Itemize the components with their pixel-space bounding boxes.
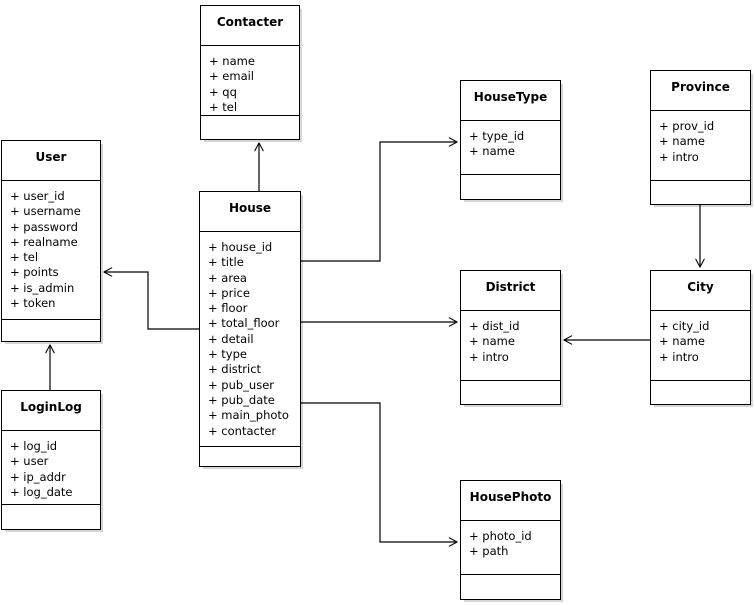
- class-attribute: + price: [208, 285, 250, 300]
- class-attribute: + tel: [209, 99, 238, 114]
- relation-house-to-housetype[interactable]: [301, 137, 458, 262]
- class-attribute: + pub_user: [208, 377, 275, 392]
- class-attribute: + intro: [659, 349, 699, 364]
- class-operations-user: [2, 320, 100, 341]
- class-attribute: + name: [659, 334, 705, 349]
- class-attributes-province: + prov_id+ name+ intro: [651, 111, 750, 181]
- class-attributes-house: + house_id+ title+ area+ price+ floor+ t…: [200, 232, 300, 447]
- class-attribute: + main_photo: [208, 408, 289, 423]
- class-box-housephoto[interactable]: HousePhoto+ photo_id+ path: [460, 480, 561, 600]
- class-operations-contacter: [201, 116, 299, 139]
- class-attributes-user: + user_id+ username+ password+ realname+…: [2, 181, 100, 320]
- class-box-house[interactable]: House+ house_id+ title+ area+ price+ flo…: [199, 191, 301, 467]
- class-attributes-housetype: + type_id+ name: [461, 121, 560, 175]
- class-attribute: + name: [209, 54, 255, 68]
- class-name-district: District: [461, 271, 560, 311]
- class-operations-house: [200, 447, 300, 466]
- class-attribute: + name: [659, 134, 705, 149]
- class-name-province: Province: [651, 71, 750, 111]
- class-attribute: + user: [10, 454, 49, 469]
- class-box-loginlog[interactable]: LoginLog+ log_id+ user+ ip_addr+ log_dat…: [1, 390, 101, 530]
- class-attribute: + intro: [659, 149, 699, 164]
- class-box-contacter[interactable]: Contacter+ name+ email+ qq+ tel: [200, 5, 300, 140]
- class-attribute: + contacter: [208, 423, 277, 438]
- class-attributes-contacter: + name+ email+ qq+ tel: [201, 46, 299, 116]
- class-attribute: + city_id: [659, 319, 710, 333]
- class-attribute: + floor: [208, 301, 248, 316]
- relation-house-to-user[interactable]: [103, 267, 199, 330]
- class-attribute: + username: [10, 204, 81, 219]
- class-attribute: + points: [10, 265, 59, 280]
- class-attribute: + detail: [208, 331, 254, 346]
- class-attributes-loginlog: + log_id+ user+ ip_addr+ log_date: [2, 431, 100, 505]
- class-attribute: + total_floor: [208, 316, 280, 331]
- class-attribute: + area: [208, 270, 247, 285]
- class-name-city: City: [651, 271, 750, 311]
- class-attribute: + name: [469, 334, 515, 349]
- class-attribute: + ip_addr: [10, 469, 66, 484]
- class-operations-province: [651, 181, 750, 204]
- class-name-loginlog: LoginLog: [2, 391, 100, 431]
- class-box-district[interactable]: District+ dist_id+ name+ intro: [460, 270, 561, 405]
- class-attribute: + type_id: [469, 129, 525, 143]
- class-name-house: House: [200, 192, 300, 232]
- class-attribute: + token: [10, 296, 56, 311]
- class-attributes-district: + dist_id+ name+ intro: [461, 311, 560, 381]
- class-attribute: + path: [469, 544, 509, 559]
- class-attribute: + email: [209, 69, 255, 84]
- class-operations-city: [651, 381, 750, 404]
- class-attribute: + name: [469, 144, 515, 159]
- class-attribute: + intro: [469, 349, 509, 364]
- class-attribute: + tel: [10, 250, 39, 265]
- class-attribute: + prov_id: [659, 119, 715, 133]
- class-name-contacter: Contacter: [201, 6, 299, 46]
- class-attribute: + pub_date: [208, 392, 275, 407]
- class-attribute: + log_date: [10, 484, 73, 499]
- class-box-user[interactable]: User+ user_id+ username+ password+ realn…: [1, 140, 101, 342]
- class-operations-housetype: [461, 175, 560, 199]
- class-name-user: User: [2, 141, 100, 181]
- class-box-housetype[interactable]: HouseType+ type_id+ name: [460, 80, 561, 200]
- class-attribute: + qq: [209, 84, 237, 99]
- class-name-housetype: HouseType: [461, 81, 560, 121]
- class-attribute: + type: [208, 347, 247, 362]
- class-attribute: + is_admin: [10, 280, 75, 295]
- class-box-city[interactable]: City+ city_id+ name+ intro: [650, 270, 751, 405]
- class-attribute: + photo_id: [469, 529, 532, 543]
- relation-house-to-housephoto[interactable]: [301, 402, 458, 547]
- class-attribute: + district: [208, 362, 262, 377]
- class-operations-district: [461, 381, 560, 404]
- class-attribute: + log_id: [10, 439, 58, 453]
- class-operations-loginlog: [2, 505, 100, 529]
- class-box-province[interactable]: Province+ prov_id+ name+ intro: [650, 70, 751, 205]
- class-attribute: + title: [208, 255, 244, 270]
- class-attribute: + dist_id: [469, 319, 520, 333]
- class-attribute: + password: [10, 219, 78, 234]
- class-attributes-city: + city_id+ name+ intro: [651, 311, 750, 381]
- class-attribute: + user_id: [10, 189, 65, 203]
- class-attributes-housephoto: + photo_id+ path: [461, 521, 560, 575]
- class-operations-housephoto: [461, 575, 560, 599]
- class-attribute: + realname: [10, 234, 78, 249]
- class-attribute: + house_id: [208, 240, 273, 254]
- class-name-housephoto: HousePhoto: [461, 481, 560, 521]
